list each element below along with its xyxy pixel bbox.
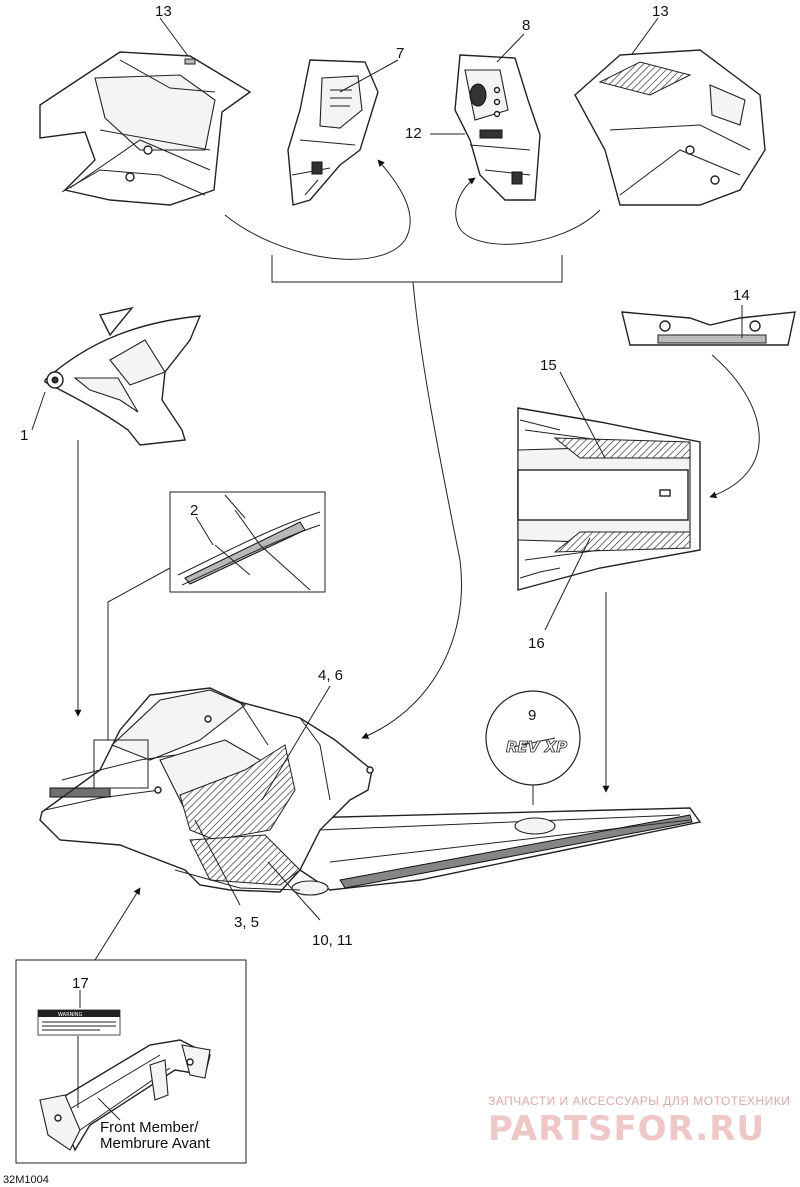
left-side-cover	[287, 59, 379, 206]
drawing-code: 32M1004	[3, 1174, 49, 1186]
callout-17: 17	[72, 975, 89, 992]
right-side-cover	[454, 54, 541, 201]
snowmobile-body	[39, 687, 702, 896]
hood-decal-inset	[169, 491, 326, 593]
tunnel-top-view	[517, 407, 701, 591]
left-side-panel	[39, 51, 252, 206]
right-side-panel	[574, 49, 766, 206]
callout-13-left: 13	[155, 3, 172, 20]
nose-piece	[44, 306, 202, 446]
rear-bumper-decal	[621, 311, 796, 346]
warning-label-text: WARNING	[58, 1012, 83, 1018]
rev-xp-badge-detail: REV XP	[485, 690, 581, 786]
callout-13-right: 13	[652, 3, 669, 20]
revxp-logo-text: REV XP	[506, 738, 567, 756]
front-member-caption-1: Front Member/	[100, 1119, 199, 1136]
callout-7: 7	[396, 45, 404, 62]
callout-16: 16	[528, 635, 545, 652]
watermark-line1: ЗАПЧАСТИ И АКСЕССУАРЫ ДЛЯ МОТОТЕХНИКИ	[488, 1094, 790, 1108]
callout-1: 1	[20, 427, 28, 444]
callout-8: 8	[522, 17, 530, 34]
watermark-logo: PARTSFOR.RU	[488, 1109, 765, 1149]
front-member-inset: WARNING	[15, 959, 247, 1164]
callout-14: 14	[733, 287, 750, 304]
front-member-caption-2: Membrure Avant	[100, 1135, 211, 1152]
callout-9: 9	[528, 707, 536, 724]
callout-4-6: 4, 6	[318, 667, 343, 684]
callout-15: 15	[540, 357, 557, 374]
callout-3-5: 3, 5	[234, 914, 259, 931]
callout-10-11: 10, 11	[312, 932, 353, 949]
callout-12: 12	[405, 125, 422, 142]
callout-2: 2	[190, 502, 198, 519]
